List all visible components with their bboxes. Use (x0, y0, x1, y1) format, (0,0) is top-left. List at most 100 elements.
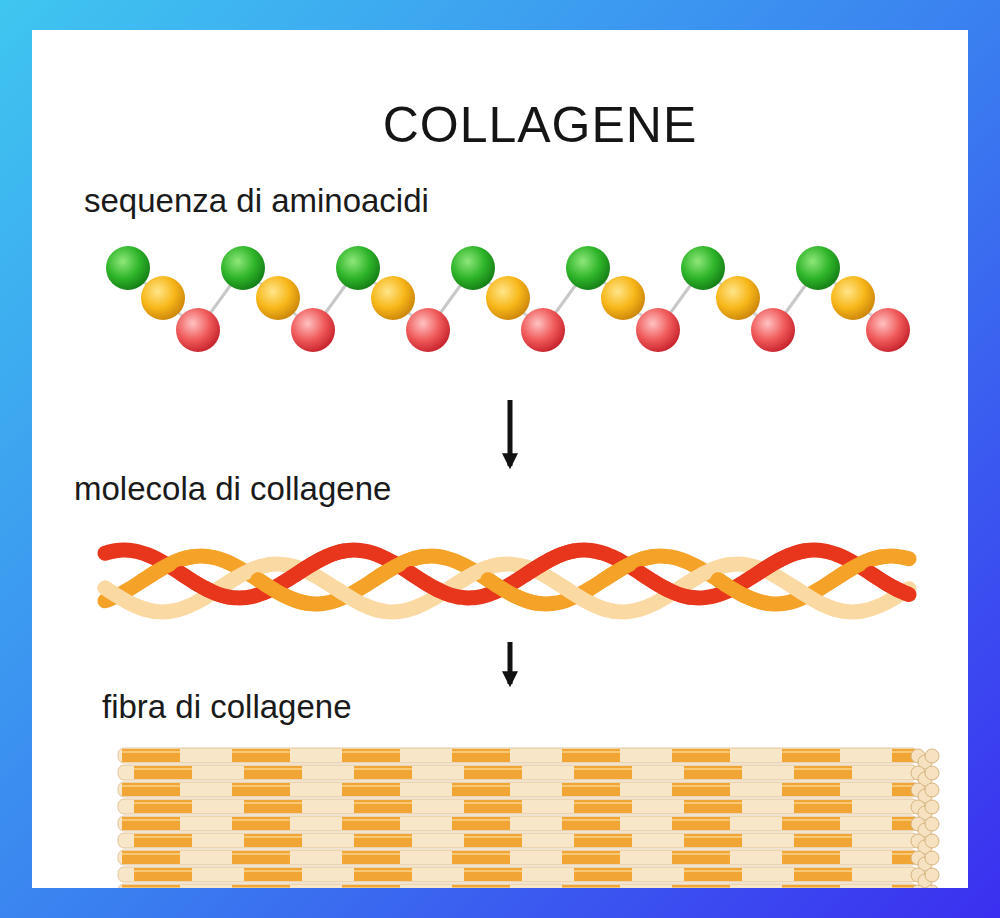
fibril-end (925, 800, 939, 814)
amino-acid-bead (451, 246, 495, 290)
fibril-band (782, 817, 840, 830)
fibril-shine (782, 751, 840, 753)
fibril-shine (342, 751, 400, 753)
stage-group: fibra di collagene (102, 688, 932, 888)
fibril-band (134, 800, 192, 813)
fibril-band (452, 851, 510, 864)
fibril-band (122, 783, 180, 796)
helix-strand (105, 588, 153, 611)
fibril-rod (118, 765, 918, 780)
fibril-band (684, 868, 742, 881)
amino-acid-bead (751, 308, 795, 352)
fibril-shine (684, 768, 742, 770)
fibril-shine (562, 887, 620, 888)
fibril-band (342, 749, 400, 762)
fibril-band (794, 834, 852, 847)
fibril-band (794, 800, 852, 813)
fibril-band (232, 749, 290, 762)
fibril-shine (464, 802, 522, 804)
diagram-title: COLLAGENE (300, 96, 780, 154)
fibril-band (684, 766, 742, 779)
fibril-shine (574, 802, 632, 804)
fibril-shine (562, 785, 620, 787)
fibril-rod (118, 833, 918, 848)
fibril-band (232, 885, 290, 888)
fibril-band (122, 885, 180, 888)
fibril-shine (134, 802, 192, 804)
fibril-band (244, 766, 302, 779)
fibril-shine (232, 887, 290, 888)
fibril-band (354, 766, 412, 779)
fibril-shine (782, 819, 840, 821)
fibril-shine (354, 768, 412, 770)
fibril-band (232, 783, 290, 796)
fibril-end (925, 783, 939, 797)
fibril-shine (782, 785, 840, 787)
fibril-shine (574, 870, 632, 872)
fibril-shine (464, 870, 522, 872)
helix-strand (718, 580, 766, 603)
fibril-band (574, 868, 632, 881)
helix-strand (335, 588, 383, 611)
fibril-shine (122, 751, 180, 753)
fibril-end (925, 851, 939, 865)
fibril-band (574, 834, 632, 847)
flow-arrow (508, 642, 513, 684)
fibril-band (794, 868, 852, 881)
fibril-shine (452, 785, 510, 787)
amino-acid-bead (866, 308, 910, 352)
fibril-shine (134, 870, 192, 872)
fibril-band (464, 800, 522, 813)
fibril-band (134, 766, 192, 779)
amino-acid-bead (521, 308, 565, 352)
fibril-shine (452, 853, 510, 855)
fibril-band (574, 800, 632, 813)
fibril-shine (232, 853, 290, 855)
fibril-band (672, 885, 730, 888)
stage-label: molecola di collagene (74, 470, 391, 508)
fibril-shine (782, 887, 840, 888)
fibril-rod (118, 748, 918, 763)
fibril-band (122, 749, 180, 762)
fibril-band (354, 868, 412, 881)
fibril-band (342, 851, 400, 864)
fibril-end (925, 885, 939, 888)
fibril-band (232, 817, 290, 830)
fibril-shine (232, 785, 290, 787)
amino-acid-bead (601, 276, 645, 320)
fibril-shine (452, 887, 510, 888)
fibril-band (452, 783, 510, 796)
fibril-shine (684, 802, 742, 804)
fibril-shine (244, 870, 302, 872)
amino-acid-bead (141, 276, 185, 320)
fibril-band (134, 834, 192, 847)
white-panel (32, 30, 968, 888)
fibril-shine (464, 836, 522, 838)
helix-strand (488, 580, 536, 603)
fibril-band (782, 885, 840, 888)
fibril-band (892, 885, 915, 888)
fibril-shine (452, 751, 510, 753)
fibril-shine (244, 836, 302, 838)
helix-strand (795, 588, 843, 611)
fibril-shine (134, 768, 192, 770)
fibril-shine (232, 819, 290, 821)
fibril-band (244, 868, 302, 881)
helix-strand (641, 574, 689, 597)
amino-acid-bead (336, 246, 380, 290)
fibril-band (684, 800, 742, 813)
fibril-shine (342, 887, 400, 888)
helix-strand (756, 551, 804, 574)
fibril-shine (794, 802, 852, 804)
fibril-band (672, 851, 730, 864)
fibril-shine (244, 802, 302, 804)
flow-arrow (508, 400, 513, 466)
amino-acid-bead (406, 308, 450, 352)
amino-acid-bead (831, 276, 875, 320)
amino-acid-bead (681, 246, 725, 290)
fibril-shine (342, 853, 400, 855)
amino-acid-bead (566, 246, 610, 290)
fibril-band (794, 766, 852, 779)
fibril-shine (892, 887, 915, 888)
